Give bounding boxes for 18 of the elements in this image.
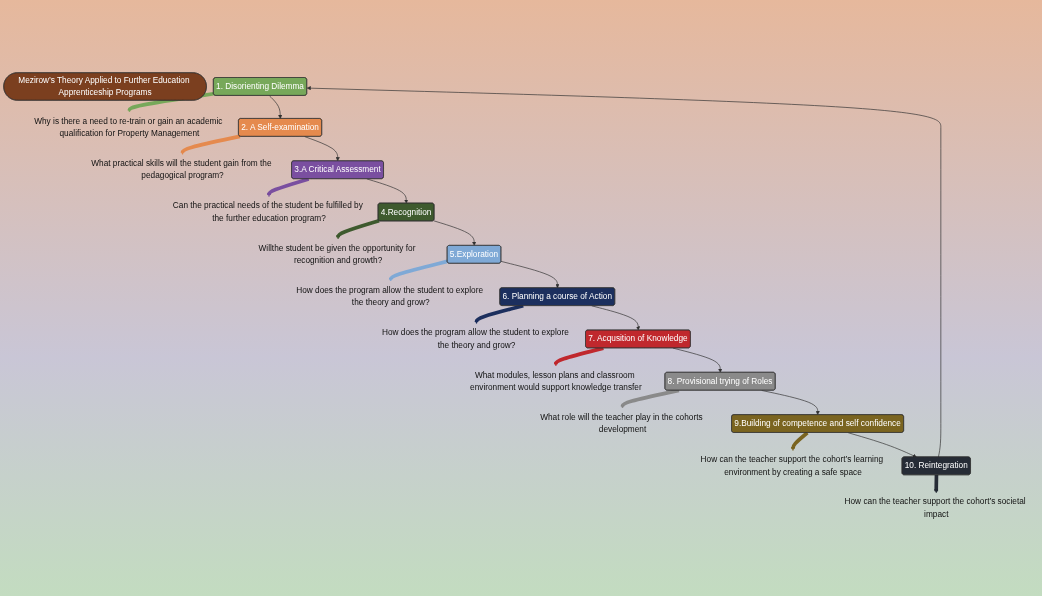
- arrow: [336, 218, 380, 240]
- node-text: Why is there a need to re-train or gain an academic qualification for Property Management: [34, 116, 223, 138]
- arrow: [180, 134, 241, 155]
- arrow: [474, 304, 524, 324]
- arrow: [388, 259, 448, 282]
- node-text: How does the program allow the student to explore the theory and grow?: [296, 285, 483, 308]
- node-text: What modules, lesson plans and classroom environment would support knowledge transfer: [470, 370, 642, 392]
- arrow: [553, 346, 604, 367]
- node-text: How can the teacher support the cohort’s learning environment by creating a safe space: [700, 454, 884, 477]
- arrow: [790, 431, 809, 451]
- node-text: Willthe student be given the opportunity for recognition and growth?: [258, 243, 416, 265]
- node-text: How can the teacher support the cohort’s societal impact: [844, 497, 1026, 519]
- node-text: Can the practical needs of the student be fulfilled by the further education program?: [172, 200, 363, 223]
- node-text: What role will the teacher play in the cohorts development: [540, 412, 703, 435]
- arrow: [620, 388, 680, 409]
- node-text: How does the program allow the student to explore the theory and grow?: [381, 327, 569, 350]
- arrow: [267, 177, 310, 197]
- node-text: What practical skills will the student gain from the pedagogical program?: [91, 158, 272, 181]
